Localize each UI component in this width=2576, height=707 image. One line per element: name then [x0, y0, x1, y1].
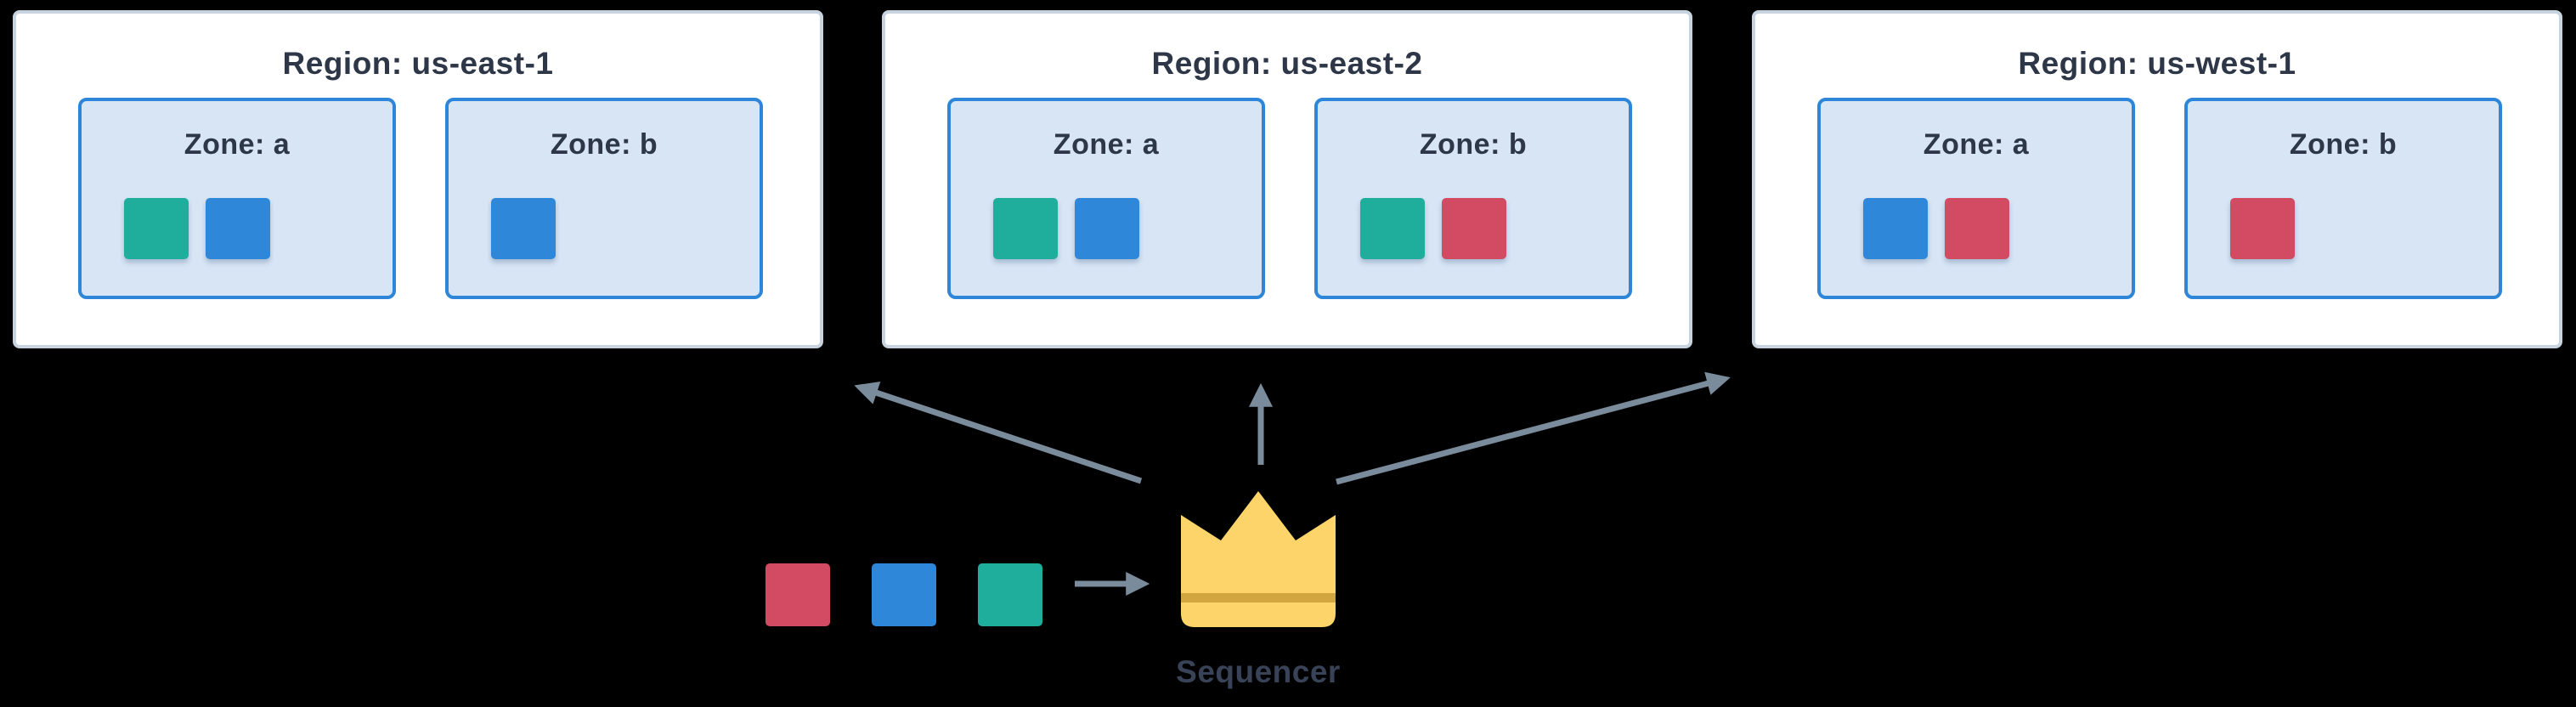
region-title: Region: us-west-1 — [2018, 46, 2296, 81]
zone-box-b: Zone: b — [1314, 98, 1632, 299]
blue-block — [872, 563, 936, 626]
green-block — [1360, 198, 1425, 259]
zone-box-a: Zone: a — [947, 98, 1265, 299]
broadcast-arrow-up-right-icon — [1336, 371, 1731, 485]
region-card-us-east-1: Region: us-east-1 Zone: a Zone: b — [13, 10, 823, 348]
zone-blocks — [2230, 198, 2295, 259]
zone-label: Zone: b — [2289, 128, 2398, 161]
zone-blocks — [124, 198, 270, 259]
zone-box-b: Zone: b — [2184, 98, 2502, 299]
zone-label: Zone: a — [1923, 128, 2030, 161]
zone-label: Zone: b — [1419, 128, 1528, 161]
zone-box-a: Zone: a — [78, 98, 396, 299]
sequencer-label: Sequencer — [1176, 654, 1341, 689]
red-block — [2230, 198, 2295, 259]
region-card-us-west-1: Region: us-west-1 Zone: a Zone: b — [1752, 10, 2562, 348]
zone-box-a: Zone: a — [1817, 98, 2135, 299]
blue-block — [206, 198, 270, 259]
green-block — [978, 563, 1042, 626]
region-title: Region: us-east-1 — [282, 46, 554, 81]
red-block — [1945, 198, 2009, 259]
blue-block — [1863, 198, 1928, 259]
blue-block — [491, 198, 556, 259]
zone-label: Zone: a — [184, 128, 291, 161]
blue-block — [1075, 198, 1139, 259]
zone-label: Zone: a — [1053, 128, 1160, 161]
crown-icon — [1181, 491, 1336, 627]
zone-box-b: Zone: b — [445, 98, 763, 299]
broadcast-arrow-up-left-icon — [854, 382, 1143, 484]
sequencer-queue — [765, 563, 1042, 626]
zone-blocks — [491, 198, 556, 259]
red-block — [1442, 198, 1506, 259]
zone-blocks — [993, 198, 1139, 259]
red-block — [765, 563, 830, 626]
zone-blocks — [1360, 198, 1506, 259]
green-block — [124, 198, 189, 259]
zone-label: Zone: b — [550, 128, 658, 161]
region-title: Region: us-east-2 — [1151, 46, 1423, 81]
region-card-us-east-2: Region: us-east-2 Zone: a Zone: b — [882, 10, 1692, 348]
zone-blocks — [1863, 198, 2009, 259]
green-block — [993, 198, 1058, 259]
